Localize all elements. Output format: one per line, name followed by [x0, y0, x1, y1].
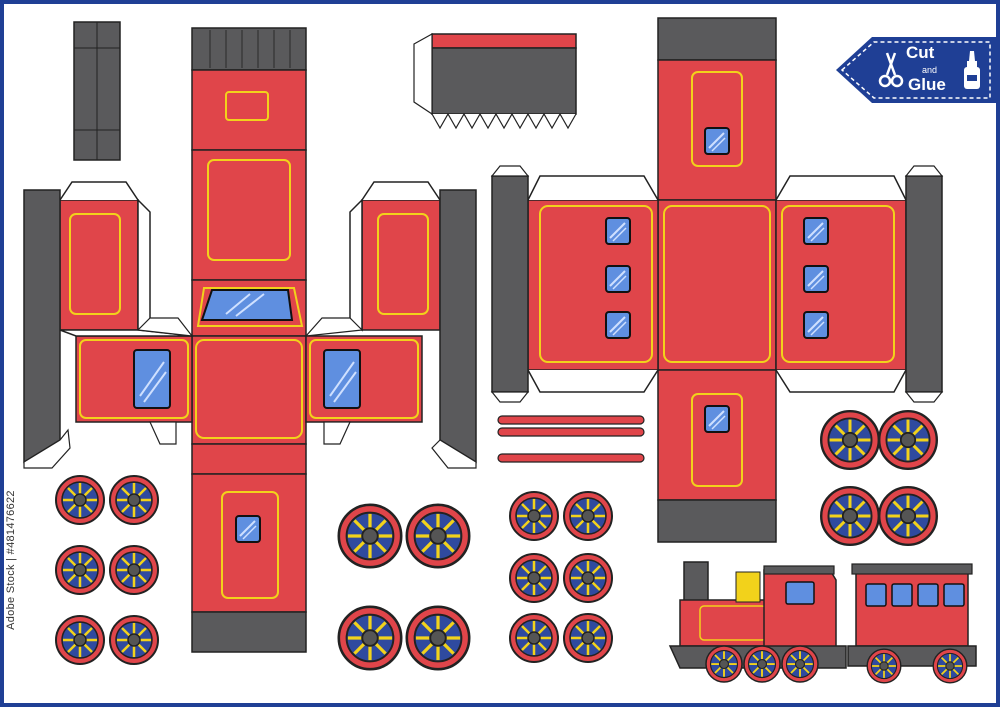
wheel-set-middle-large [337, 503, 471, 671]
wheel-set-left [54, 474, 160, 666]
scissors-icon [878, 52, 904, 88]
badge-and-label: and [922, 65, 938, 75]
stock-id-label: Adobe Stock | #481476622 [4, 460, 18, 660]
cut-and-glue-badge: Cut and Glue [836, 37, 996, 103]
badge-glue-label: Glue [908, 75, 946, 94]
wheel-set-right [819, 409, 939, 547]
cab-net [23, 27, 477, 653]
badge-cut-label: Cut [906, 43, 935, 62]
glue-bottle-icon [964, 51, 980, 89]
stock-id-text: Adobe Stock | #481476622 [5, 490, 17, 630]
wheel-set-middle [508, 490, 614, 664]
carriage-net [490, 17, 944, 543]
gray-strip-piece [73, 21, 121, 161]
assembled-train-preview [668, 561, 977, 684]
chimney-piece [413, 32, 577, 130]
rod-pieces [497, 415, 645, 463]
cut-and-glue-badge-shape [836, 37, 996, 103]
